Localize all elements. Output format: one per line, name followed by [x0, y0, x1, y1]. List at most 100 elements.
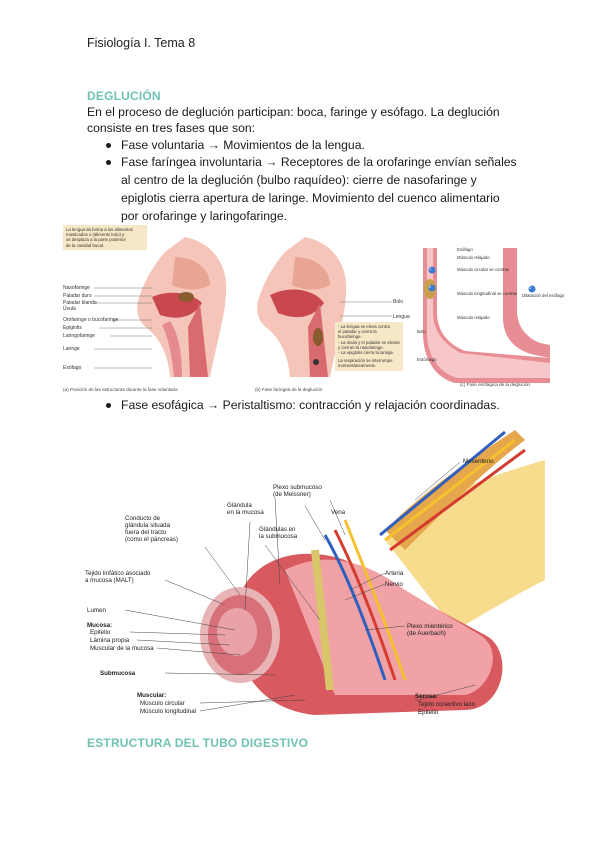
- label-c-musculo-relajado: Músculo relajado: [457, 255, 490, 260]
- label-c-circular: Músculo circular se contrae: [457, 267, 510, 272]
- tube-cross-section-illustration: [200, 430, 545, 715]
- note-line: La respiración se interrumpe: [338, 358, 393, 364]
- step-1: 1: [429, 266, 432, 271]
- label-paladar-blando: Paladar blando: [63, 300, 97, 306]
- leader-lines-a: [94, 287, 152, 369]
- step-2: 2: [429, 284, 432, 289]
- label-musculo-longitudinal: Músculo longitudinal: [140, 708, 197, 715]
- label-epitelio: Epitelio: [90, 629, 111, 636]
- page-header: Fisiología I. Tema 8: [87, 36, 196, 50]
- label-line: glándula situada: [125, 522, 171, 529]
- note-line: y cierran la nasofaringe.: [338, 344, 384, 350]
- head-sagittal-illustration-a: [137, 237, 227, 377]
- label-line: Conducto de: [125, 515, 161, 522]
- label-line: Tejido linfático asociado: [85, 570, 151, 577]
- label-c-longitudinal: Músculo longitudinal se contrae: [457, 291, 518, 296]
- tube-leader-lines: [124, 461, 476, 712]
- label-paladar-duro: Paladar duro: [63, 293, 92, 299]
- label-conducto-glandula: Conducto de glándula situada fuera del t…: [125, 515, 178, 543]
- label-mesenterio: Mesenterio: [463, 458, 494, 465]
- caption-panel-c: (c) Fase esofágica de la deglución: [460, 382, 530, 387]
- panel-voluntary-phase: La lengua da forma a los alimentos masti…: [60, 225, 235, 395]
- label-c-dilatacion: Dilatación del esófago: [522, 293, 565, 298]
- intro-line-2: consiste en tres fases que son:: [87, 121, 256, 135]
- label-plexo-mienterico: Plexo mientérico (de Auerbach): [407, 623, 453, 637]
- note-line: de la cavidad bucal.: [66, 242, 104, 248]
- label-c-estomago: Estómago: [417, 357, 437, 362]
- note-line: - La lengua se eleva contra: [338, 324, 390, 329]
- note-line: - La epiglotis cierra la laringe.: [338, 350, 395, 356]
- label-glandulas-submucosa: Glándulas en la submucosa: [259, 526, 297, 540]
- label-lamina-propia: Lámina propia: [90, 637, 130, 644]
- label-submucosa: Submucosa: [100, 670, 136, 677]
- label-esofago: Esófago: [63, 365, 82, 371]
- label-c-bolo: Bolo: [417, 329, 426, 334]
- bullet-faringea: Fase faríngea involuntaria → Receptores …: [106, 154, 517, 224]
- label-mucosa: Mucosa:: [87, 622, 113, 629]
- leader-lines-b: [340, 301, 392, 317]
- label-line: Glándula: [227, 502, 252, 509]
- bullet-esofagica-text: Fase esofágica → Peristaltismo: contracc…: [121, 398, 500, 412]
- label-line: Plexo submucoso: [273, 484, 322, 491]
- bullet-faringea-line-3: epiglotis cierra apertura de laringe. Mo…: [121, 191, 500, 205]
- intro-line-1: En el proceso de deglución participan: b…: [87, 105, 500, 119]
- caption-panel-b: (b) Fase faríngea de la deglución: [255, 387, 323, 392]
- label-plexo-submucoso: Plexo submucoso (de Meissner): [273, 484, 322, 498]
- panel-esophageal-phase: 1 2 3 Esófago Músculo relajado Músculo c…: [415, 225, 564, 395]
- figure-tube-wall-structure: Mesenterio Plexo submucoso (de Meissner)…: [85, 420, 555, 720]
- note-line: bucofaringe.: [338, 334, 362, 340]
- note-line: momentáneamente.: [338, 363, 377, 369]
- head-sagittal-illustration-b: [257, 237, 347, 377]
- label-serosa-epitelio: Epitelio: [418, 709, 439, 716]
- esophagus-illustration: [423, 248, 550, 383]
- label-muscular-mucosa: Muscular de la mucosa: [90, 645, 154, 652]
- label-line: a mucosa (MALT): [85, 577, 134, 584]
- note-line: el paladar y cierra la: [338, 329, 377, 335]
- label-line: en la mucosa: [227, 509, 264, 516]
- label-uvula: Úvula: [63, 306, 76, 312]
- label-lengua: Lengua: [393, 314, 410, 320]
- label-glandula-mucosa: Glándula en la mucosa: [227, 502, 264, 516]
- panel-pharyngeal-phase: Bolo Lengua - La lengua se eleva contra …: [245, 225, 420, 395]
- note-line: masticados o (alimento bolo) y: [66, 232, 125, 238]
- bullet-dot: [106, 403, 111, 408]
- section-title-estructura: ESTRUCTURA DEL TUBO DIGESTIVO: [87, 736, 309, 750]
- bullet-esofagica: Fase esofágica → Peristaltismo: contracc…: [106, 397, 500, 413]
- panel-b-note: - La lengua se eleva contra el paladar y…: [335, 322, 403, 371]
- bullet-dot: [106, 143, 111, 148]
- label-serosa: Serosa:: [415, 693, 438, 700]
- label-line: Glándulas en: [259, 526, 296, 533]
- label-nervio: Nervio: [385, 581, 403, 588]
- label-laringofaringe: Laringofaringe: [63, 333, 95, 339]
- step-3: 3: [529, 285, 532, 290]
- label-orofaringe: Orofaringe o bucofaringe: [63, 317, 119, 323]
- label-line: Plexo mientérico: [407, 623, 453, 630]
- bullet-faringea-line-2: al centro de la deglución (bulbo raquíde…: [121, 173, 477, 187]
- label-laringe: Laringe: [63, 346, 80, 352]
- bullet-faringea-line-1: Fase faríngea involuntaria → Receptores …: [121, 155, 517, 169]
- note-line: La lengua da forma a los alimentos: [66, 227, 133, 232]
- label-bolo: Bolo: [393, 299, 404, 305]
- label-malt: Tejido linfático asociado a mucosa (MALT…: [85, 570, 150, 584]
- bullet-voluntaria-text: Fase voluntaria → Movimientos de la leng…: [121, 138, 365, 152]
- label-line: (de Meissner): [273, 491, 311, 498]
- note-line: os desplaza a la parte posterior: [66, 237, 126, 243]
- caption-panel-a: (a) Posición de las estructuras durante …: [63, 387, 178, 392]
- label-tejido-conectivo: Tejido conectivo laxo: [418, 701, 476, 708]
- label-musculo-circular: Músculo circular: [140, 700, 185, 707]
- label-line: (como el páncreas): [125, 536, 178, 543]
- section-title-deglucion: DEGLUCIÓN: [87, 89, 161, 103]
- label-muscular: Muscular:: [137, 692, 167, 699]
- bullet-voluntaria: Fase voluntaria → Movimientos de la leng…: [106, 137, 365, 153]
- bullet-faringea-line-4: por orofaringe y laringofaringe.: [121, 209, 287, 223]
- label-lumen: Lumen: [87, 607, 106, 614]
- panel-a-note: La lengua da forma a los alimentos masti…: [63, 225, 147, 250]
- figure-swallowing-phases: La lengua da forma a los alimentos masti…: [60, 225, 564, 395]
- label-nasofaringe: Nasofaringe: [63, 285, 90, 291]
- label-epiglotis: Epiglotis: [63, 325, 82, 331]
- label-arteria: Arteria: [385, 570, 404, 577]
- label-line: fuera del tracto: [125, 529, 167, 536]
- label-c-esofago: Esófago: [457, 247, 473, 252]
- note-line: - La úvula y el paladar se elevan: [338, 339, 400, 345]
- bullet-dot: [106, 160, 111, 165]
